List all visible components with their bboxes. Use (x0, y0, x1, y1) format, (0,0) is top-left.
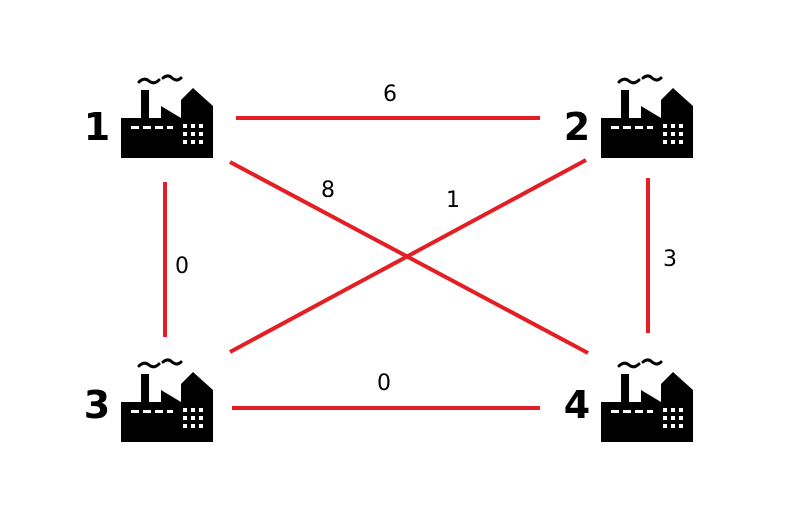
node-label-1: 1 (84, 105, 110, 149)
edge-weight-1-4: 8 (321, 178, 335, 203)
factory-icon (599, 358, 695, 444)
edge-labels-layer: 6 0 8 1 3 0 (175, 82, 677, 396)
node-label-3: 3 (84, 383, 110, 427)
edge-weight-2-4: 3 (663, 247, 677, 272)
edge-weight-1-2: 6 (383, 82, 397, 107)
node-3: 3 (84, 358, 215, 444)
factory-icon (599, 74, 695, 160)
nodes-layer: 1 2 3 4 (84, 74, 695, 444)
edge-weight-2-3: 1 (446, 188, 460, 213)
node-1: 1 (84, 74, 215, 160)
node-2: 2 (564, 74, 695, 160)
factory-icon (119, 358, 215, 444)
factory-icon (119, 74, 215, 160)
node-label-2: 2 (564, 105, 590, 149)
edges-layer (163, 116, 650, 410)
edge-2-3 (229, 158, 587, 354)
edge-weight-3-4: 0 (377, 371, 391, 396)
node-4: 4 (564, 358, 695, 444)
edge-weight-1-3: 0 (175, 254, 189, 279)
node-label-4: 4 (564, 383, 590, 427)
